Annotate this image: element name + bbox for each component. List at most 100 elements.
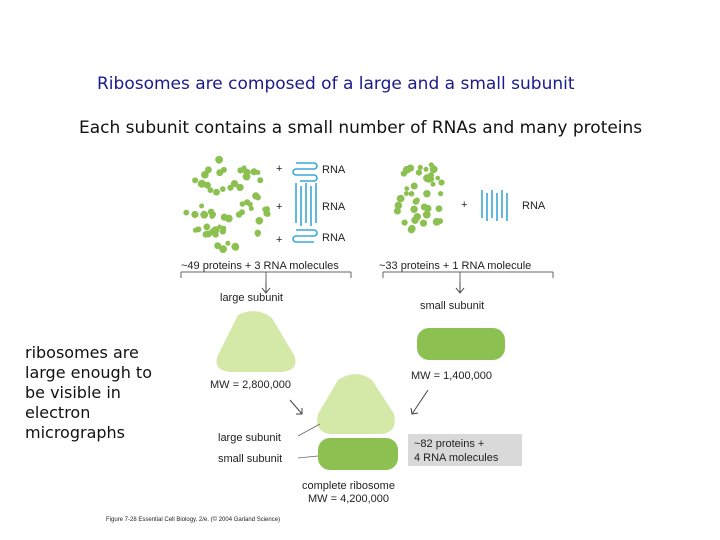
protein-dot — [435, 205, 443, 213]
protein-dot — [437, 218, 444, 225]
protein-dot — [396, 195, 404, 202]
protein-dot — [207, 187, 214, 194]
protein-dot — [412, 198, 420, 205]
protein-dot — [230, 180, 239, 188]
large-subunit-mw: MW = 2,800,000 — [210, 379, 291, 391]
small-subunit-mw: MW = 1,400,000 — [411, 370, 492, 382]
protein-dot — [220, 225, 227, 231]
protein-dot — [183, 209, 190, 216]
large-subunit-components: ~49 proteins + 3 RNA molecules — [181, 260, 339, 272]
protein-dot — [241, 165, 247, 171]
complete-small-subunit-label: small subunit — [218, 453, 282, 465]
protein-dot — [428, 162, 434, 168]
protein-dot — [220, 166, 227, 173]
protein-dot — [215, 155, 224, 164]
rna-label: RNA — [322, 201, 346, 213]
protein-dot — [417, 164, 423, 170]
protein-dot — [248, 206, 254, 211]
small-subunit-proteins-cluster — [393, 162, 445, 234]
protein-dot — [438, 191, 444, 197]
protein-dot — [233, 245, 239, 251]
protein-dot — [214, 242, 222, 250]
protein-dot — [220, 213, 228, 221]
protein-dot — [203, 223, 211, 231]
rna-strand-icon — [295, 183, 317, 226]
protein-dot — [400, 170, 407, 177]
protein-dot — [247, 201, 253, 207]
protein-dot — [254, 194, 261, 201]
protein-dot — [205, 166, 212, 174]
protein-dot — [199, 203, 205, 209]
complete-ribosome-mw: MW = 4,200,000 — [308, 493, 389, 505]
protein-dot — [422, 210, 431, 219]
protein-dot — [413, 213, 421, 221]
protein-dot — [423, 174, 431, 183]
protein-dot — [407, 225, 416, 234]
small-subunit-shape — [417, 328, 505, 360]
large-subunit-label: large subunit — [220, 292, 283, 304]
rna-strand-icon — [481, 190, 508, 221]
protein-dot — [419, 219, 428, 227]
complete-ribosome-small-part — [318, 438, 398, 470]
protein-dot — [219, 245, 228, 254]
protein-dot — [201, 171, 209, 179]
protein-dot — [192, 177, 199, 184]
plus-sign: + — [276, 201, 282, 213]
large-subunit-shape — [216, 311, 296, 372]
protein-dot — [195, 226, 202, 233]
protein-dot — [415, 169, 422, 176]
protein-dot — [255, 217, 264, 225]
plus-sign: + — [276, 234, 282, 246]
protein-dot — [225, 240, 231, 246]
complete-components-line1: ~82 proteins + — [414, 438, 484, 450]
plus-sign: + — [461, 199, 467, 211]
slide-subtitle: Each subunit contains a small number of … — [79, 118, 643, 138]
protein-dot — [191, 210, 199, 219]
protein-dot — [235, 211, 243, 218]
protein-dot — [236, 183, 244, 192]
complete-ribosome-large-part — [317, 374, 395, 434]
rna-label: RNA — [522, 200, 546, 212]
protein-dot — [406, 164, 415, 172]
side-note: ribosomes are large enough to be visible… — [25, 343, 152, 442]
protein-dot — [423, 190, 431, 198]
protein-dot — [209, 213, 215, 219]
protein-dot — [404, 186, 410, 192]
protein-dot — [401, 219, 408, 226]
figure-caption: Figure 7-28 Essential Cell Biology, 2/e.… — [106, 516, 280, 523]
protein-dot — [257, 177, 264, 184]
protein-dot — [250, 168, 258, 176]
protein-dot — [242, 172, 251, 181]
protein-dot — [420, 203, 428, 211]
rna-strand-icon — [292, 229, 318, 243]
protein-dot — [211, 226, 220, 235]
rna-label: RNA — [322, 164, 346, 176]
complete-components-line2: 4 RNA molecules — [414, 452, 499, 464]
protein-dot — [227, 184, 234, 191]
protein-dot — [207, 208, 215, 216]
protein-dot — [213, 188, 220, 196]
protein-dot — [430, 181, 436, 187]
protein-dot — [410, 182, 418, 190]
rna-label: RNA — [322, 232, 346, 244]
protein-dot — [403, 191, 409, 196]
slide-title: Ribosomes are composed of a large and a … — [97, 74, 575, 94]
protein-dot — [197, 179, 206, 188]
protein-dot — [438, 179, 445, 186]
protein-dot — [263, 206, 270, 213]
protein-dot — [220, 186, 226, 192]
protein-dot — [393, 207, 401, 215]
complete-large-subunit-label: large subunit — [218, 432, 281, 444]
protein-dot — [239, 201, 246, 207]
small-subunit-label: small subunit — [420, 300, 484, 312]
large-subunit-proteins-cluster — [183, 155, 271, 254]
protein-dot — [435, 175, 441, 181]
protein-dot — [408, 191, 415, 197]
complete-components-box — [408, 434, 522, 466]
rna-strand-icon — [292, 162, 318, 182]
protein-dot — [423, 166, 429, 172]
protein-dot — [254, 229, 262, 237]
protein-dot — [203, 181, 211, 189]
complete-ribosome-label: complete ribosome — [302, 480, 395, 492]
